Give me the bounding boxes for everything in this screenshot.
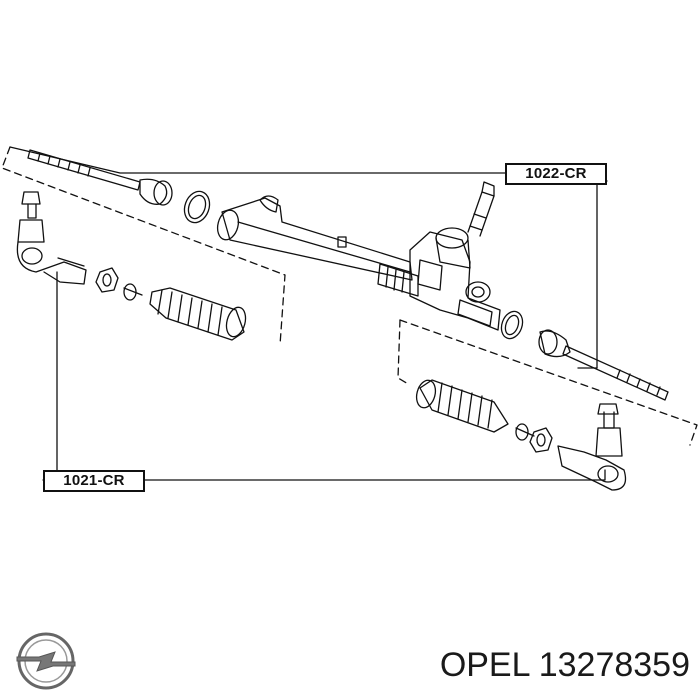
input-shaft	[467, 181, 495, 237]
pinion-valve-body	[409, 227, 501, 331]
tie-rod-end-right	[557, 403, 627, 491]
snap-ring-right	[500, 310, 524, 340]
part-callout-1022-cr: 1022-CR	[505, 163, 607, 185]
bellows-boot-right	[415, 379, 509, 433]
brand-name: OPEL	[439, 646, 530, 684]
jam-nut-left	[95, 267, 119, 293]
opel-blitz-logo-icon	[16, 632, 76, 690]
dashed-group-outlines	[1, 146, 698, 446]
part-caption: OPEL 13278359	[440, 645, 690, 685]
inner-tie-rod-right	[538, 329, 669, 401]
boot-clamp-left	[123, 283, 143, 301]
inner-tie-rod-left	[27, 149, 173, 206]
boot-clamp-right	[515, 423, 535, 441]
jam-nut-right	[529, 427, 553, 453]
part-callout-1021-cr: 1021-CR	[43, 470, 145, 492]
rack-housing	[216, 195, 419, 297]
bellows-boot-left	[149, 287, 247, 341]
snap-ring-left	[183, 190, 211, 224]
lower-callout-leader-lines	[42, 271, 606, 481]
tie-rod-end-left	[16, 191, 87, 285]
part-number: 13278359	[538, 646, 690, 684]
